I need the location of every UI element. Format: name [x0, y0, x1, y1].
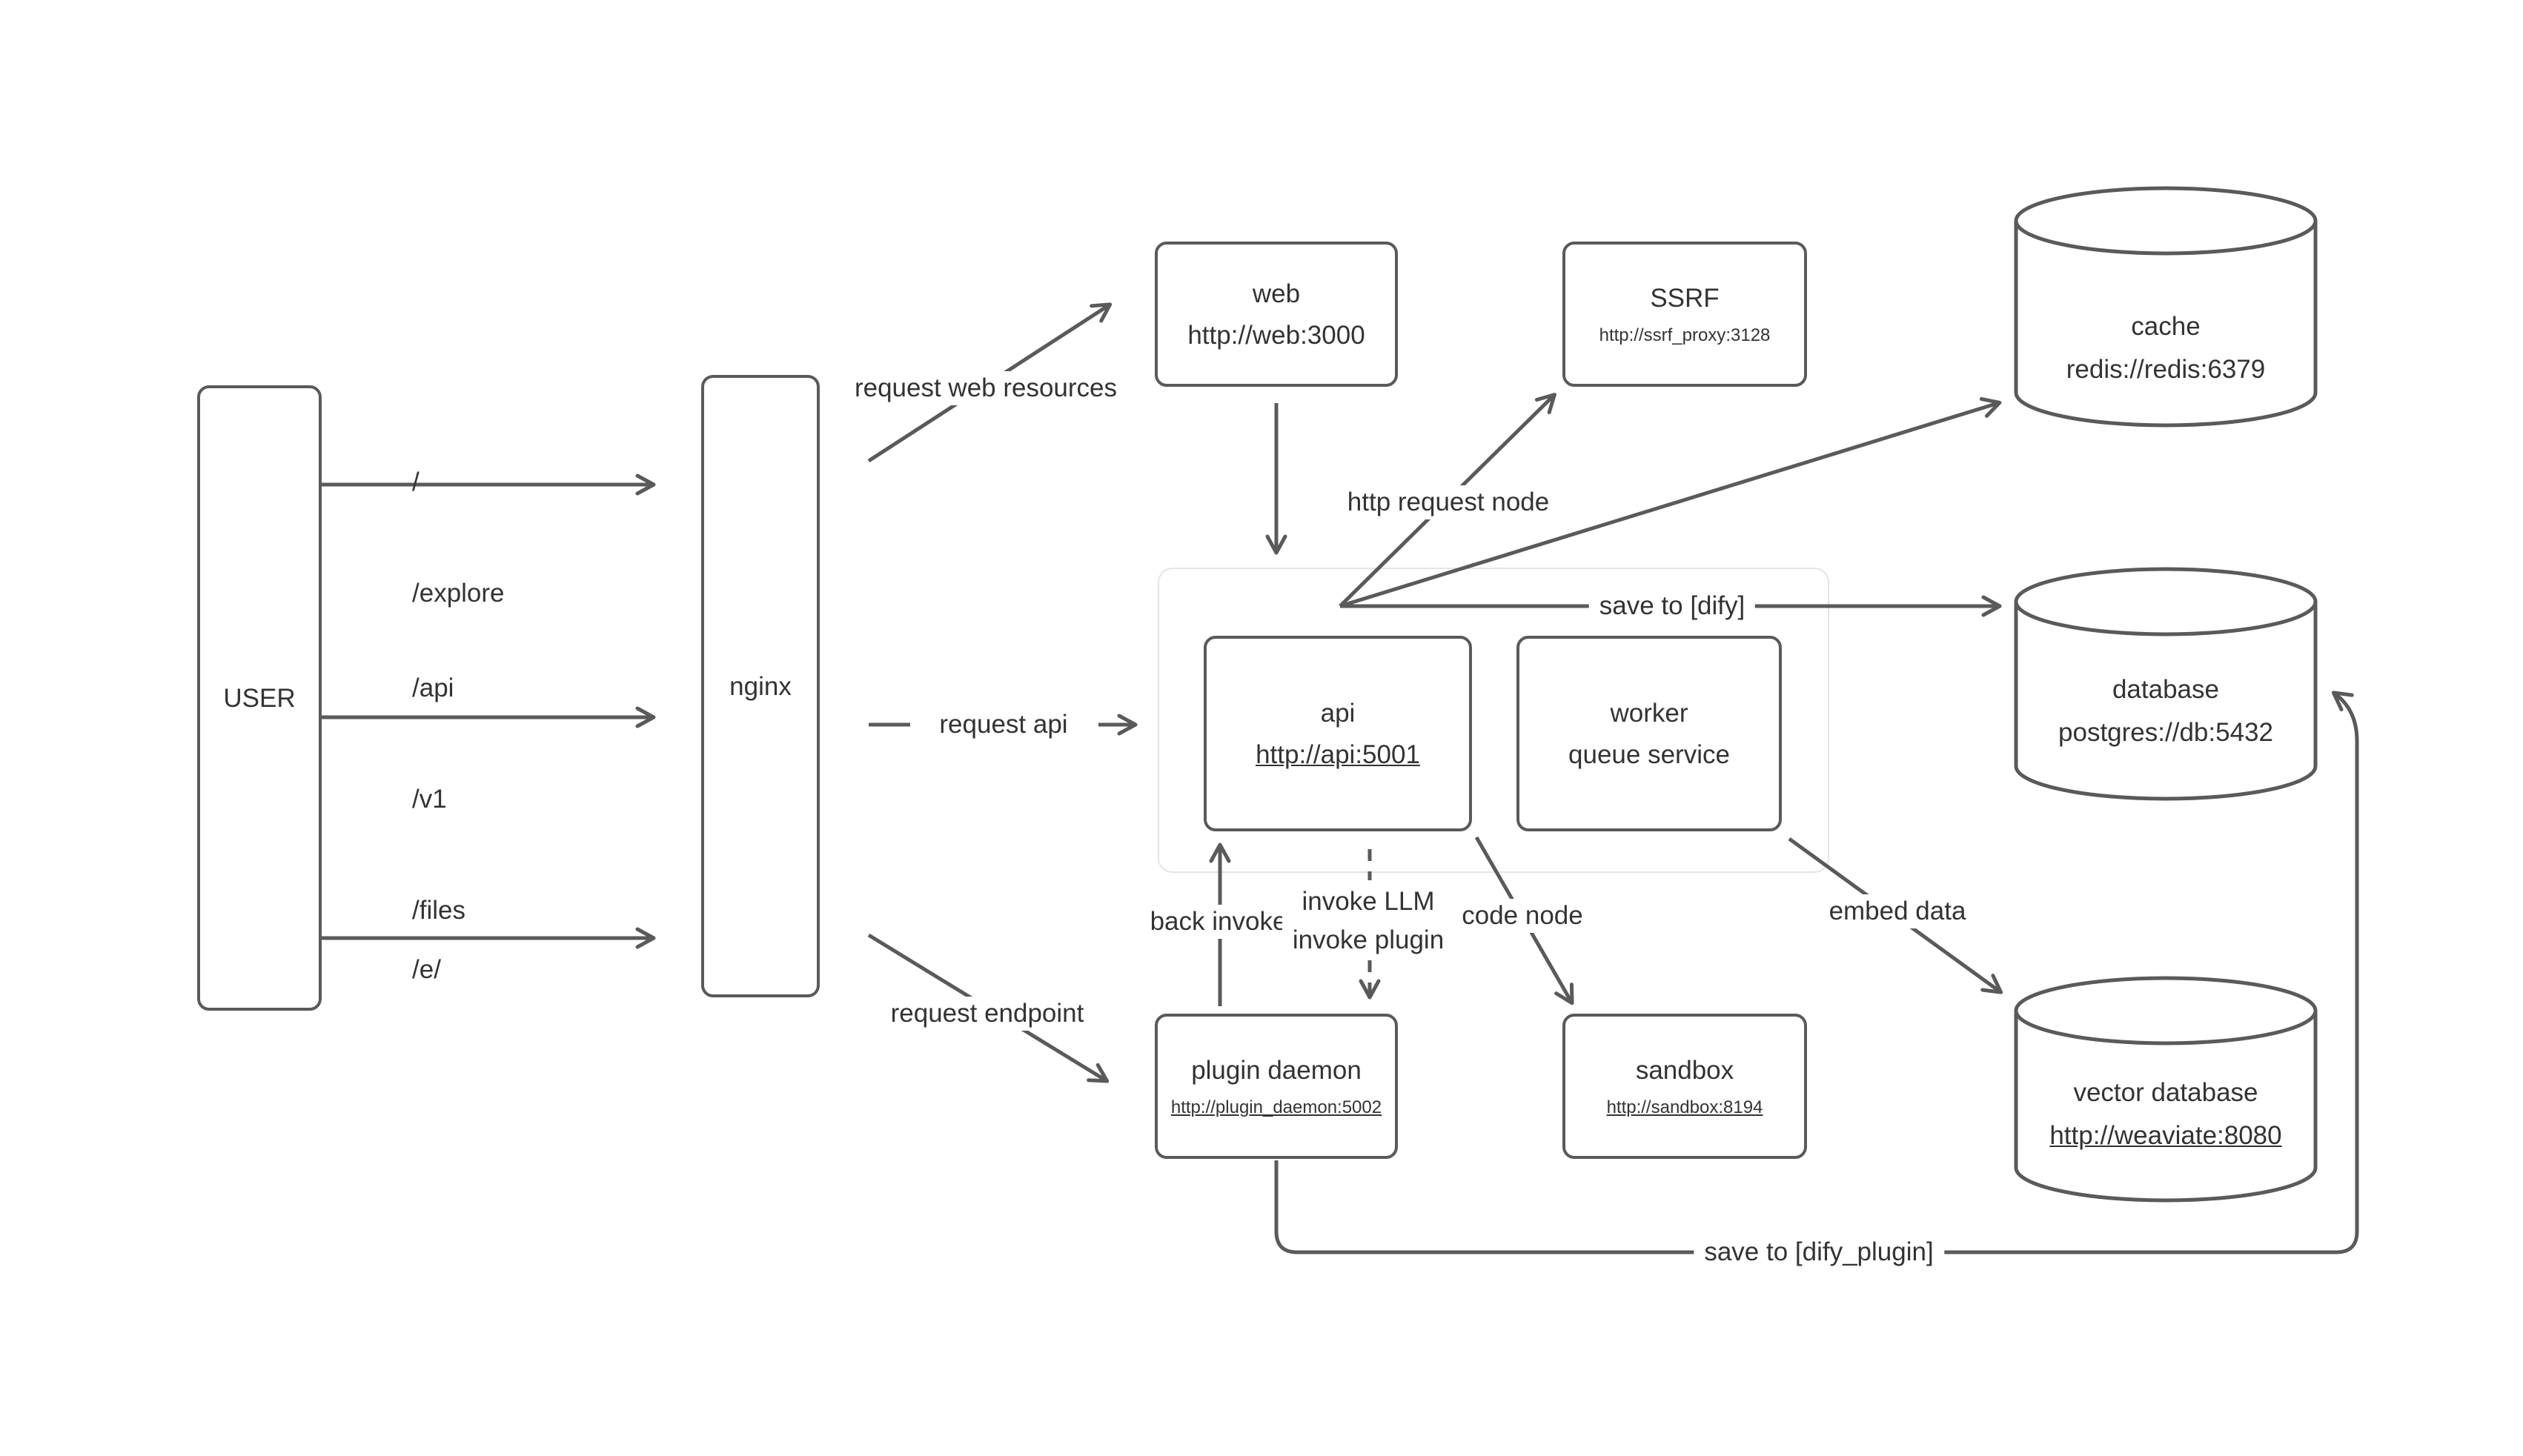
cache-cylinder [2014, 186, 2318, 428]
database-cylinder [2014, 567, 2318, 801]
user-node: USER [197, 385, 322, 1011]
api-url: http://api:5001 [1256, 739, 1420, 768]
worker-node: worker queue service [1516, 636, 1782, 831]
label-invoke-plugin: invoke plugin [1292, 925, 1445, 954]
label-back-invoke: back invoke [1139, 905, 1298, 939]
plugin-daemon-url: http://plugin_daemon:5002 [1170, 1097, 1382, 1117]
sandbox-title: sandbox [1635, 1055, 1734, 1085]
user-label: USER [223, 682, 296, 712]
nginx-label: nginx [729, 671, 792, 700]
edge-plugin-save-dify-plugin [1274, 691, 2359, 1254]
label-embed-data: embed data [1818, 894, 1977, 928]
route-api: /api [412, 673, 454, 702]
route-e: /e/ [412, 954, 441, 984]
route-labels-bottom: /e/ [412, 877, 441, 1063]
api-node: api http://api:5001 [1204, 636, 1472, 831]
web-title: web [1252, 278, 1301, 308]
api-title: api [1320, 697, 1356, 727]
route-explore: /explore [412, 578, 505, 608]
label-invoke-llm: invoke LLM [1302, 886, 1435, 916]
worker-title: worker [1610, 697, 1688, 727]
ssrf-title: SSRF [1650, 283, 1720, 313]
sandbox-node: sandbox http://sandbox:8194 [1562, 1014, 1807, 1159]
label-request-web-resources: request web resources [843, 371, 1128, 405]
route-root: / [412, 467, 420, 496]
ssrf-url: http://ssrf_proxy:3128 [1599, 325, 1771, 345]
label-http-request-node: http request node [1336, 485, 1560, 519]
edge-api-cache [1339, 396, 2002, 608]
sandbox-url: http://sandbox:8194 [1606, 1097, 1763, 1117]
route-labels-top: / /explore [412, 390, 505, 686]
label-save-to-dify: save to [dify] [1588, 589, 1756, 623]
label-request-endpoint: request endpoint [880, 997, 1095, 1031]
label-invoke: invoke LLM invoke plugin [1282, 880, 1455, 960]
web-node: web http://web:3000 [1155, 242, 1398, 387]
route-files: /files [412, 895, 465, 925]
worker-subtitle: queue service [1568, 739, 1730, 768]
web-url: http://web:3000 [1187, 319, 1365, 349]
vector-database-cylinder [2014, 976, 2318, 1203]
ssrf-node: SSRF http://ssrf_proxy:3128 [1562, 242, 1807, 387]
label-code-node: code node [1451, 899, 1594, 933]
route-labels-middle: /api /v1 /files [412, 596, 465, 1003]
plugin-daemon-node: plugin daemon http://plugin_daemon:5002 [1155, 1014, 1398, 1159]
route-v1: /v1 [412, 784, 447, 814]
nginx-node: nginx [701, 375, 820, 997]
label-request-api: request api [929, 708, 1078, 742]
label-save-to-dify-plugin: save to [dify_plugin] [1694, 1235, 1944, 1269]
plugin-daemon-title: plugin daemon [1191, 1055, 1362, 1085]
